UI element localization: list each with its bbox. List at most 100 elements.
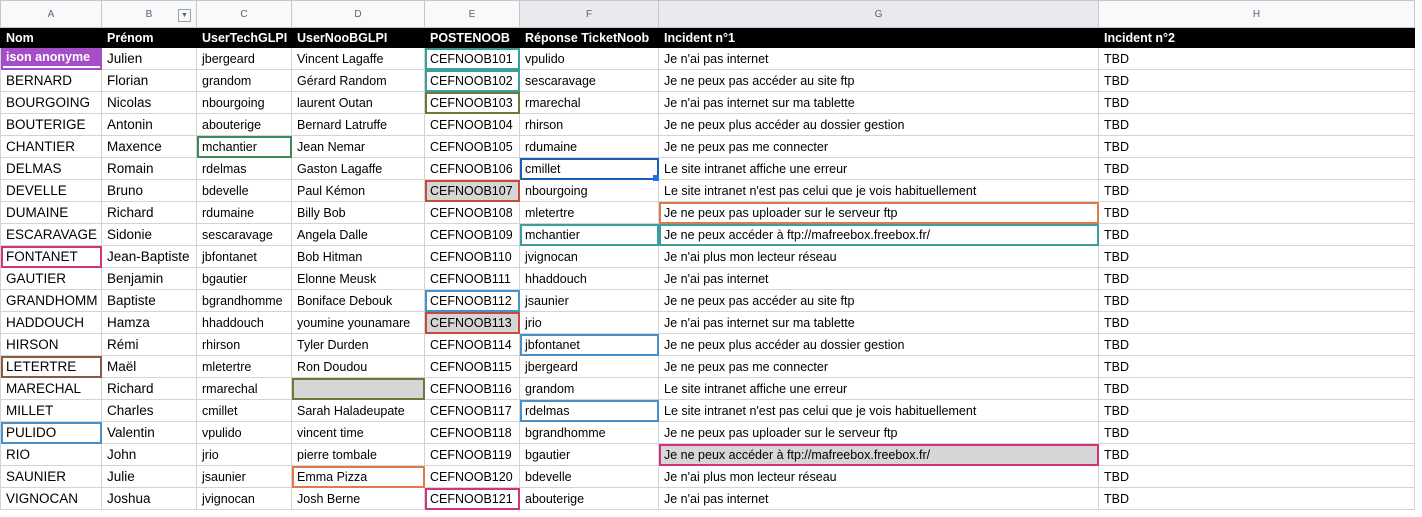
cell-b[interactable]: Joshua — [101, 487, 197, 510]
cell-d[interactable]: Angela Dalle — [291, 223, 425, 246]
cell-g[interactable]: Le site intranet affiche une erreur — [658, 377, 1099, 400]
cell-e[interactable]: CEFNOOB120 — [424, 465, 520, 488]
cell-h[interactable]: TBD — [1098, 223, 1415, 246]
cell-e[interactable]: CEFNOOB104 — [424, 113, 520, 136]
cell-c[interactable]: jbergeard — [196, 47, 292, 70]
cell-h[interactable]: TBD — [1098, 465, 1415, 488]
cell-e[interactable]: CEFNOOB114 — [424, 333, 520, 356]
cell-e[interactable]: CEFNOOB115 — [424, 355, 520, 378]
cell-c[interactable]: bgautier — [196, 267, 292, 290]
cell-g[interactable]: Je n'ai plus mon lecteur réseau — [658, 465, 1099, 488]
cell-a[interactable]: GRANDHOMM — [0, 289, 102, 312]
cell-f[interactable]: bgrandhomme — [519, 421, 659, 444]
cell-c[interactable]: bdevelle — [196, 179, 292, 202]
cell-h[interactable]: TBD — [1098, 399, 1415, 422]
cell-b[interactable]: Hamza — [101, 311, 197, 334]
cell-h[interactable]: TBD — [1098, 333, 1415, 356]
cell-g[interactable]: Je ne peux accéder à ftp://mafreebox.fre… — [658, 223, 1099, 246]
cell-h[interactable]: TBD — [1098, 289, 1415, 312]
column-header-a[interactable]: A — [0, 0, 102, 28]
cell-g[interactable]: Je ne peux plus accéder au dossier gesti… — [658, 113, 1099, 136]
cell-f[interactable]: abouterige — [519, 487, 659, 510]
cell-g[interactable]: Le site intranet n'est pas celui que je … — [658, 399, 1099, 422]
cell-b[interactable]: Nicolas — [101, 91, 197, 114]
cell-a[interactable]: DUMAINE — [0, 201, 102, 224]
cell-h[interactable]: TBD — [1098, 311, 1415, 334]
cell-a[interactable]: BOUTERIGE — [0, 113, 102, 136]
cell-g[interactable]: Je ne peux pas me connecter — [658, 355, 1099, 378]
header-cell[interactable]: UserTechGLPI — [196, 27, 292, 48]
cell-a[interactable]: LETERTRE — [0, 355, 102, 378]
cell-d[interactable]: vincent time — [291, 421, 425, 444]
cell-a[interactable]: DEVELLE — [0, 179, 102, 202]
cell-f[interactable]: jsaunier — [519, 289, 659, 312]
cell-f[interactable]: rdumaine — [519, 135, 659, 158]
cell-d[interactable]: Gaston Lagaffe — [291, 157, 425, 180]
cell-a[interactable]: SAUNIER — [0, 465, 102, 488]
selection-fill-handle[interactable] — [653, 175, 659, 181]
cell-g[interactable]: Je n'ai plus mon lecteur réseau — [658, 245, 1099, 268]
cell-d[interactable]: Vincent Lagaffe — [291, 47, 425, 70]
cell-d[interactable]: Paul Kémon — [291, 179, 425, 202]
header-cell[interactable]: Incident n°2 — [1098, 27, 1415, 48]
column-header-c[interactable]: C — [196, 0, 292, 28]
cell-a[interactable]: FONTANET — [0, 245, 102, 268]
cell-f[interactable]: mchantier — [519, 223, 659, 246]
cell-b[interactable]: Florian — [101, 69, 197, 92]
cell-e[interactable]: CEFNOOB112 — [424, 289, 520, 312]
cell-d[interactable]: pierre tombale — [291, 443, 425, 466]
cell-f[interactable]: vpulido — [519, 47, 659, 70]
cell-c[interactable]: bgrandhomme — [196, 289, 292, 312]
cell-h[interactable]: TBD — [1098, 179, 1415, 202]
cell-b[interactable]: Benjamin — [101, 267, 197, 290]
column-header-b[interactable]: B▼ — [101, 0, 197, 28]
cell-b[interactable]: Richard — [101, 377, 197, 400]
cell-h[interactable]: TBD — [1098, 355, 1415, 378]
cell-a[interactable]: PULIDO — [0, 421, 102, 444]
cell-f[interactable]: bgautier — [519, 443, 659, 466]
cell-e[interactable]: CEFNOOB113 — [424, 311, 520, 334]
cell-d[interactable]: Emma Pizza — [291, 465, 425, 488]
filter-dropdown-icon[interactable]: ▼ — [178, 9, 191, 22]
cell-f[interactable]: bdevelle — [519, 465, 659, 488]
header-cell[interactable]: Nom — [0, 27, 102, 48]
cell-g[interactable]: Je n'ai pas internet sur ma tablette — [658, 91, 1099, 114]
cell-d[interactable] — [291, 377, 425, 400]
cell-a[interactable]: CHANTIER — [0, 135, 102, 158]
cell-g[interactable]: Je n'ai pas internet — [658, 47, 1099, 70]
cell-h[interactable]: TBD — [1098, 443, 1415, 466]
cell-a[interactable]: MARECHAL — [0, 377, 102, 400]
cell-f[interactable]: rhirson — [519, 113, 659, 136]
cell-b[interactable]: Charles — [101, 399, 197, 422]
cell-f[interactable]: mletertre — [519, 201, 659, 224]
cell-f[interactable]: rmarechal — [519, 91, 659, 114]
cell-c[interactable]: grandom — [196, 69, 292, 92]
cell-b[interactable]: Bruno — [101, 179, 197, 202]
cell-b[interactable]: John — [101, 443, 197, 466]
cell-c[interactable]: rdelmas — [196, 157, 292, 180]
cell-d[interactable]: laurent Outan — [291, 91, 425, 114]
cell-d[interactable]: Ron Doudou — [291, 355, 425, 378]
cell-f[interactable]: cmillet — [519, 157, 659, 180]
cell-d[interactable]: Josh Berne — [291, 487, 425, 510]
cell-h[interactable]: TBD — [1098, 113, 1415, 136]
header-cell[interactable]: Réponse TicketNoob — [519, 27, 659, 48]
column-header-d[interactable]: D — [291, 0, 425, 28]
cell-c[interactable]: mchantier — [196, 135, 292, 158]
cell-e[interactable]: CEFNOOB103 — [424, 91, 520, 114]
cell-h[interactable]: TBD — [1098, 135, 1415, 158]
header-cell[interactable]: Prénom — [101, 27, 197, 48]
cell-c[interactable]: mletertre — [196, 355, 292, 378]
cell-g[interactable]: Je ne peux plus accéder au dossier gesti… — [658, 333, 1099, 356]
cell-g[interactable]: Je ne peux pas uploader sur le serveur f… — [658, 201, 1099, 224]
column-header-f[interactable]: F — [519, 0, 659, 28]
cell-d[interactable]: Elonne Meusk — [291, 267, 425, 290]
cell-g[interactable]: Le site intranet n'est pas celui que je … — [658, 179, 1099, 202]
cell-f[interactable]: rdelmas — [519, 399, 659, 422]
cell-b[interactable]: Romain — [101, 157, 197, 180]
cell-b[interactable]: Richard — [101, 201, 197, 224]
cell-e[interactable]: CEFNOOB118 — [424, 421, 520, 444]
cell-c[interactable]: sescaravage — [196, 223, 292, 246]
cell-b[interactable]: Valentin — [101, 421, 197, 444]
cell-h[interactable]: TBD — [1098, 91, 1415, 114]
